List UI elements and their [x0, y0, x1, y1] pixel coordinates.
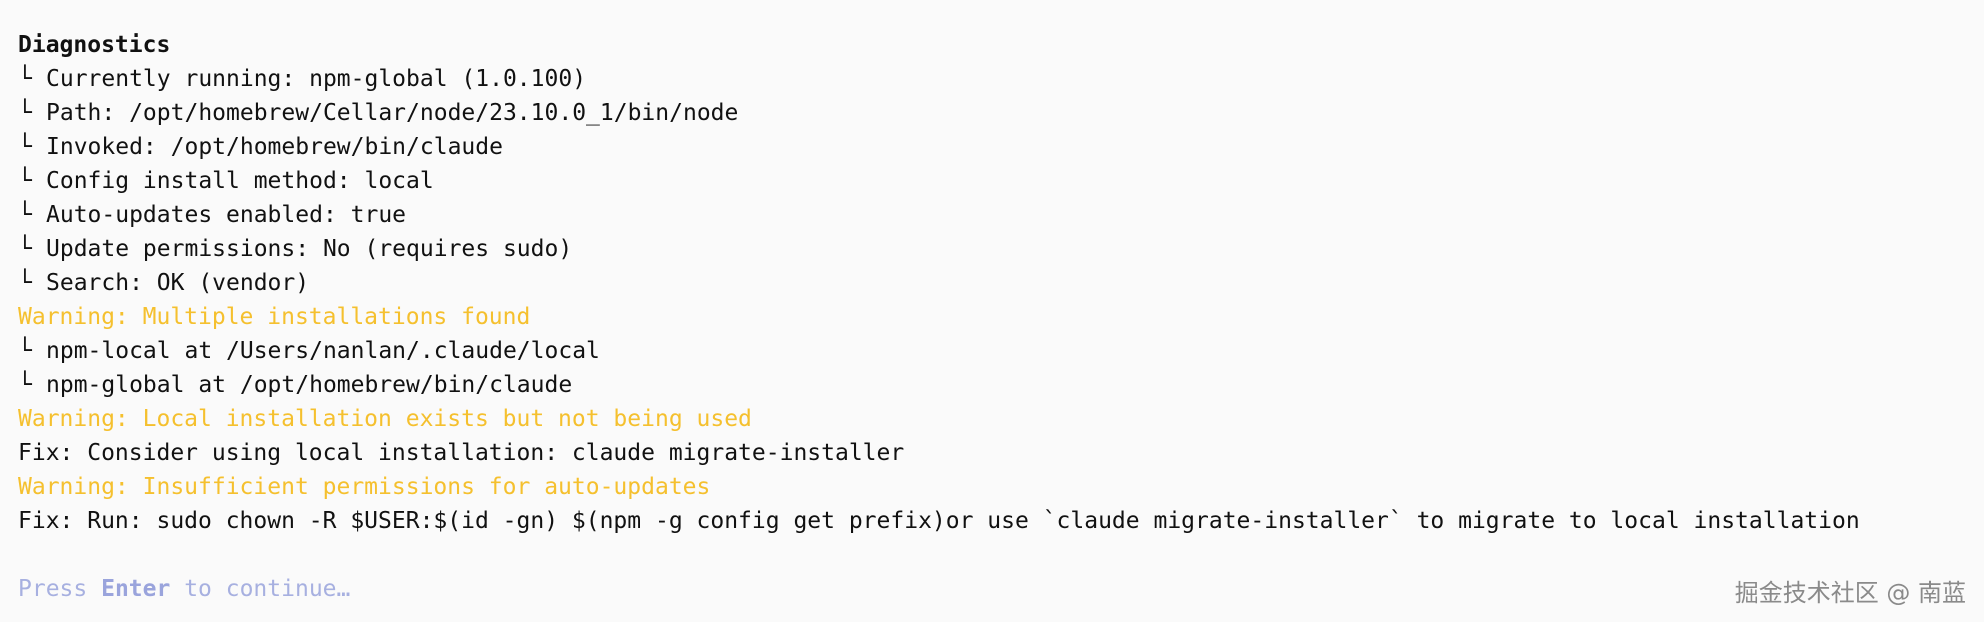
tree-branch-icon: └ [18, 338, 32, 364]
installation-item: └ npm-local at /Users/nanlan/.claude/loca… [18, 334, 1966, 368]
diagnostic-item-text: Currently running: npm-global (1.0.100) [46, 66, 587, 92]
tree-branch-icon: └ [18, 236, 32, 262]
tree-branch-icon: └ [18, 202, 32, 228]
tree-branch-icon: └ [18, 168, 32, 194]
diagnostics-title: Diagnostics [18, 32, 171, 58]
installation-item-text: npm-global at /opt/homebrew/bin/claude [46, 372, 573, 398]
diagnostic-item: └ Path: /opt/homebrew/Cellar/node/23.10.0… [18, 96, 1966, 130]
diagnostic-item: └ Currently running: npm-global (1.0.100) [18, 62, 1966, 96]
fix-permissions: Fix: Run: sudo chown -R $USER:$(id -gn) … [18, 508, 1860, 534]
warning-permissions: Warning: Insufficient permissions for au… [18, 474, 711, 500]
tree-branch-icon: └ [18, 66, 32, 92]
prompt-prefix: Press [18, 576, 102, 602]
diagnostic-item: └ Invoked: /opt/homebrew/bin/claude [18, 130, 1966, 164]
diagnostic-item-text: Update permissions: No (requires sudo) [46, 236, 573, 262]
warning-multiple-installations: Warning: Multiple installations found [18, 304, 531, 330]
diagnostic-item: └ Auto-updates enabled: true [18, 198, 1966, 232]
diagnostic-item-text: Path: /opt/homebrew/Cellar/node/23.10.0_… [46, 100, 739, 126]
installation-item: └ npm-global at /opt/homebrew/bin/claude [18, 368, 1966, 402]
diagnostic-item-text: Search: OK (vendor) [46, 270, 310, 296]
continue-prompt[interactable]: Press Enter to continue… [18, 572, 1966, 606]
fix-local-unused: Fix: Consider using local installation: … [18, 440, 905, 466]
blank-line [18, 538, 1966, 572]
diagnostic-item-text: Config install method: local [46, 168, 434, 194]
tree-branch-icon: └ [18, 372, 32, 398]
diagnostic-item-text: Auto-updates enabled: true [46, 202, 407, 228]
diagnostic-item-text: Invoked: /opt/homebrew/bin/claude [46, 134, 503, 160]
prompt-suffix: to continue… [170, 576, 351, 602]
watermark: 掘金技术社区 @ 南蓝 [1734, 579, 1966, 607]
tree-branch-icon: └ [18, 134, 32, 160]
diagnostic-item: └ Config install method: local [18, 164, 1966, 198]
enter-key-label: Enter [101, 576, 171, 602]
diagnostic-item: └ Search: OK (vendor) [18, 266, 1966, 300]
tree-branch-icon: └ [18, 100, 32, 126]
tree-branch-icon: └ [18, 270, 32, 296]
installation-item-text: npm-local at /Users/nanlan/.claude/local [46, 338, 600, 364]
warning-local-unused: Warning: Local installation exists but n… [18, 406, 752, 432]
diagnostic-item: └ Update permissions: No (requires sudo) [18, 232, 1966, 266]
